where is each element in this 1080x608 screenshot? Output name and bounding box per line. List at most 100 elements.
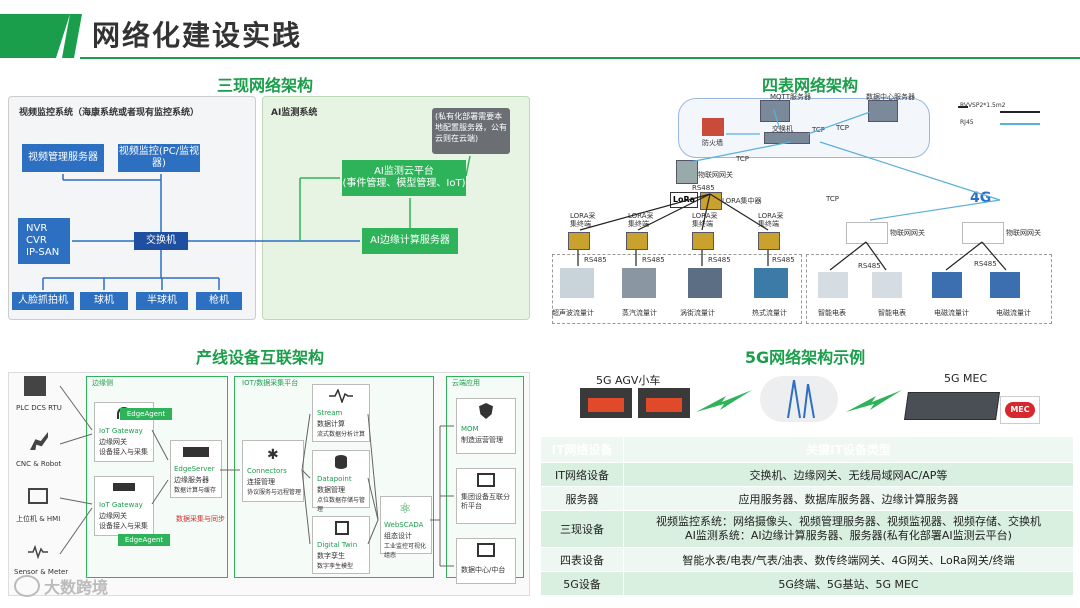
video-system-title: 视频监控系统（海康系统或者现有监控系统） xyxy=(19,108,200,118)
table-cell-category: 四表设备 xyxy=(540,547,624,572)
plc-icon xyxy=(24,376,46,396)
rs485-top: RS485 xyxy=(692,184,715,192)
ai-edge-server: AI边缘计算服务器 xyxy=(362,228,458,254)
twin-t2: 数字孪生 xyxy=(317,552,345,560)
rs485-1: RS485 xyxy=(584,256,607,264)
meter-icon-7 xyxy=(932,272,962,298)
database-icon xyxy=(335,455,347,469)
meter-icon-1 xyxy=(560,268,594,298)
sensor-icon xyxy=(28,544,48,560)
connectors-card: ✱ Connectors 连接管理 协议服务与远程管理 xyxy=(242,440,304,502)
pulse-icon xyxy=(329,389,353,403)
edge-sync-note: 数据采集与同步 xyxy=(176,515,225,523)
stream-t3: 流式数据分析计算 xyxy=(317,431,366,438)
lora-node-4: LORA采集终端 xyxy=(758,212,784,228)
sanxian-connectors xyxy=(42,155,471,290)
storage-box: NVR CVR IP-SAN xyxy=(18,218,70,264)
agv-photo-1 xyxy=(580,388,632,418)
datacenter-label-app: 数据中心/中台 xyxy=(461,566,506,574)
mom-t1: MOM xyxy=(461,425,479,433)
atom-icon: ⚛ xyxy=(399,501,412,517)
gw2-t3: 设备接入与采集 xyxy=(99,522,148,530)
mom-t2: 制造运营管理 xyxy=(461,436,503,444)
firewall-label: 防火墙 xyxy=(702,139,723,147)
edge-agent-2: EdgeAgent xyxy=(118,534,170,546)
ai-cloud-line2: (事件管理、模型管理、IoT) xyxy=(342,178,466,189)
shield-icon xyxy=(479,403,493,419)
iot-gw-icon xyxy=(676,160,698,184)
title-bar xyxy=(0,14,1080,62)
edge-label: 边缘侧 xyxy=(92,379,113,387)
gw2-t2: 边缘网关 xyxy=(99,512,127,520)
rs485-3: RS485 xyxy=(708,256,731,264)
meter-label-5: 智能电表 xyxy=(818,309,846,317)
chanxian-title: 产线设备互联架构 xyxy=(195,348,324,367)
lora-node-icon-3 xyxy=(692,232,714,250)
gw2-t1: IoT Gateway xyxy=(99,501,143,509)
agv-photo-2 xyxy=(638,388,690,418)
mec-logo-box: MEC xyxy=(1000,396,1040,424)
meter-icon-3 xyxy=(688,268,722,298)
title-underline xyxy=(80,57,1080,59)
ws-t2: 组态设计 xyxy=(384,532,412,540)
datacenter-card: 数据中心/中台 xyxy=(456,538,516,584)
conn-t2: 连接管理 xyxy=(247,478,275,486)
gw1-t2: 边缘网关 xyxy=(99,438,127,446)
stream-t1: Stream xyxy=(317,409,343,417)
screen-icon xyxy=(477,543,495,557)
table-row: 三现设备 视频监控系统：网络摄像头、视频管理服务器、视频监视器、视频存储、交换机… xyxy=(540,510,1074,548)
sanxian-title: 三现网络架构 xyxy=(216,76,313,95)
table-cell-types: 应用服务器、数据库服务器、边缘计算服务器 xyxy=(623,486,1074,511)
rs485-5: RS485 xyxy=(858,262,881,270)
table-cell-types: 智能水表/电表/气表/油表、数传终端网关、4G网关、LoRa网关/终端 xyxy=(623,547,1074,572)
tcp-label-2: TCP xyxy=(836,124,849,132)
watermark: 大数跨境 xyxy=(14,574,108,598)
table-cell-types: 交换机、边缘网关、无线局域网AC/AP等 xyxy=(623,462,1074,487)
dp-t1: Datapoint xyxy=(317,475,352,483)
twin-t3: 数字孪生模型 xyxy=(317,563,354,570)
datacenter-label: 数据中心服务器 xyxy=(866,93,915,101)
monitor-icon xyxy=(477,473,495,487)
conn-t1: Connectors xyxy=(247,467,287,475)
table-row: 服务器 应用服务器、数据库服务器、边缘计算服务器 xyxy=(540,486,1074,511)
ai-system-title: AI监测系统 xyxy=(271,108,318,118)
meter-label-1: 超声波流量计 xyxy=(552,309,594,317)
video-mgmt-server: 视频管理服务器 xyxy=(22,144,104,172)
wireless-bolt-right-icon xyxy=(846,390,902,412)
sibiao-switch-label: 交换机 xyxy=(772,125,793,133)
camera-dome: 半球机 xyxy=(136,292,188,310)
device-plc: PLC DCS RTU xyxy=(16,404,62,412)
conn-t3: 协议服务与远程管理 xyxy=(247,489,302,496)
table-cell-category: IT网络设备 xyxy=(540,462,624,487)
mec-label: 5G MEC xyxy=(944,372,988,385)
camera-face: 人脸抓拍机 xyxy=(12,292,74,310)
table-row: 5G设备 5G终端、5G基站、5G MEC xyxy=(540,571,1074,596)
storage-nvr: NVR xyxy=(26,223,48,234)
mec-server-icon xyxy=(904,392,1000,420)
table-cell-line2: AI监测系统：AI边缘计算服务器、服务器(私有化部署AI监测云平台) xyxy=(685,529,1012,542)
meter-label-4: 热式流量计 xyxy=(752,309,787,317)
hub-icon: ✱ xyxy=(267,447,279,463)
ai-cloud-platform: AI监测云平台 (事件管理、模型管理、IoT) xyxy=(342,160,466,196)
wireless-bolt-left-icon xyxy=(696,390,752,412)
table-cell-category: 服务器 xyxy=(540,486,624,511)
agv-body-1 xyxy=(588,398,624,412)
twin-icon xyxy=(335,521,349,535)
table-header-row: IT网络设备 关键IT设备类型 xyxy=(540,436,1074,463)
iot-gw-right-1-label: 物联网网关 xyxy=(890,229,925,237)
table-row: 四表设备 智能水表/电表/气表/油表、数传终端网关、4G网关、LoRa网关/终端 xyxy=(540,547,1074,572)
edge-server-card: EdgeServer 边缘服务器 数据计算与缓存 xyxy=(170,440,222,498)
switch-box: 交换机 xyxy=(134,232,188,250)
legend-rj45: RJ45 xyxy=(960,119,974,126)
table-row: IT网络设备 交换机、边缘网关、无线局域网AC/AP等 xyxy=(540,462,1074,487)
es-t2: 边缘服务器 xyxy=(174,476,209,484)
group-platform-card: 集团设备互联分析平台 xyxy=(456,468,516,524)
meter-label-7: 电磁流量计 xyxy=(934,309,969,317)
gw1-t1: IoT Gateway xyxy=(99,427,143,435)
rs485-6: RS485 xyxy=(974,260,997,268)
meter-label-8: 电磁流量计 xyxy=(996,309,1031,317)
meter-icon-8 xyxy=(990,272,1020,298)
tcp-label-3: TCP xyxy=(736,155,749,163)
table-cell-types: 5G终端、5G基站、5G MEC xyxy=(623,571,1074,596)
mqtt-label: MQTT服务器 xyxy=(770,93,811,101)
